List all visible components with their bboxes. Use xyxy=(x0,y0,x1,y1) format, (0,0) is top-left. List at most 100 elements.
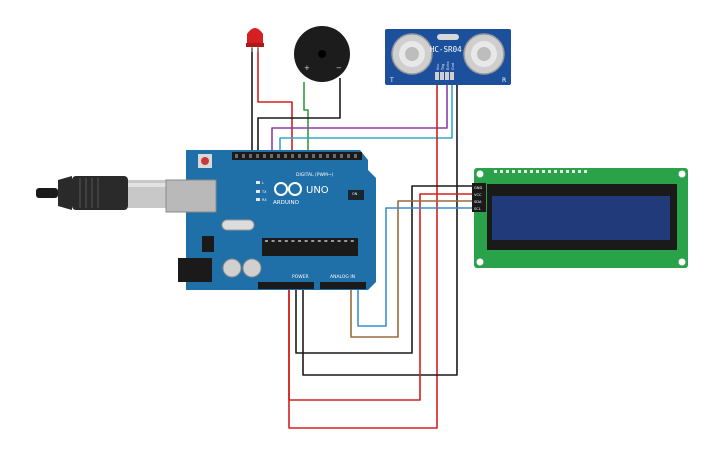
digital-label: DIGITAL (PWM~) xyxy=(296,172,334,178)
lcd-i2c-header xyxy=(472,183,486,212)
lcd-top-pin xyxy=(500,170,503,173)
header-pin xyxy=(347,154,350,158)
header-pin xyxy=(256,154,259,158)
header-pin xyxy=(284,154,287,158)
analog-header xyxy=(320,282,366,289)
header-pin xyxy=(312,154,315,158)
header-pin xyxy=(340,154,343,158)
lcd-top-pin xyxy=(548,170,551,173)
lcd-top-pin xyxy=(542,170,545,173)
sensor-pins xyxy=(435,72,454,80)
lcd-top-pin xyxy=(506,170,509,173)
header-pin xyxy=(270,154,273,158)
sensor-r-label: R xyxy=(502,77,506,84)
chip-pin xyxy=(291,240,295,242)
sensor-pin-vcc: Vcc xyxy=(436,64,440,70)
lcd-top-pin xyxy=(518,170,521,173)
chip-pin xyxy=(298,240,301,242)
transducer-r xyxy=(463,33,505,75)
chip-pin xyxy=(324,240,328,242)
wires xyxy=(251,48,477,429)
transducer-t xyxy=(391,33,433,75)
lcd-pin-vcc: VCC xyxy=(474,193,482,197)
arduino-brand: ARDUINO xyxy=(273,200,300,206)
wire-buzzer-plus[interactable] xyxy=(303,82,309,152)
header-pin xyxy=(305,154,308,158)
lcd-top-pin xyxy=(536,170,539,173)
header-pin xyxy=(249,154,252,158)
sensor-crystal xyxy=(437,34,459,40)
header-pin xyxy=(291,154,294,158)
led-rx xyxy=(256,198,260,201)
header-pin xyxy=(235,154,238,158)
header-pin xyxy=(354,154,357,158)
chip-pin xyxy=(265,240,268,242)
red-led[interactable] xyxy=(246,28,264,52)
piezo-buzzer[interactable]: + − xyxy=(294,26,350,82)
chip-pin xyxy=(311,240,315,242)
power-header xyxy=(258,282,314,289)
arduino-uno-board[interactable]: ARDUINO UNO DIGITAL (PWM~) POWER ANALOG … xyxy=(165,150,376,290)
chip-pin xyxy=(278,240,282,242)
header-pin xyxy=(319,154,322,158)
buzzer-plus: + xyxy=(304,64,310,72)
ultrasonic-sensor[interactable]: HC-SR04 T R Vcc Trig Echo Gnd xyxy=(385,29,511,85)
wire-lcd-gnd[interactable] xyxy=(295,185,477,354)
header-pin xyxy=(333,154,336,158)
sensor-pin-trig: Trig xyxy=(441,64,445,71)
digital-header xyxy=(232,152,362,160)
lcd-top-pin xyxy=(566,170,569,173)
lcd-top-pin xyxy=(524,170,527,173)
lcd-pin-gnd: GND xyxy=(474,186,482,190)
chip-pin xyxy=(317,240,321,242)
lcd-top-pin xyxy=(554,170,557,173)
analog-label: ANALOG IN xyxy=(330,274,355,280)
lcd-screen xyxy=(492,196,670,240)
arduino-logo xyxy=(274,182,302,196)
wire-sensor-gnd[interactable] xyxy=(302,82,458,376)
lcd-top-pin xyxy=(530,170,533,173)
on-label: ON xyxy=(352,192,358,196)
wire-lcd-scl[interactable] xyxy=(357,207,477,327)
wire-lcd-vcc[interactable] xyxy=(288,193,477,401)
power-jack xyxy=(178,258,212,282)
lcd-top-pin xyxy=(572,170,575,173)
chip-pin xyxy=(304,240,308,242)
wire-trig[interactable] xyxy=(271,82,448,152)
led-l xyxy=(256,181,260,184)
lcd-module[interactable]: GND VCC SDA SCL xyxy=(472,168,688,268)
arduino-model: UNO xyxy=(306,185,329,196)
sensor-model: HC-SR04 xyxy=(430,45,462,54)
atmega-chip xyxy=(262,238,358,256)
chip-pin xyxy=(284,240,288,242)
usb-cable xyxy=(36,176,168,210)
crystal xyxy=(221,219,255,231)
lcd-top-pin xyxy=(494,170,497,173)
wire-buzzer-minus[interactable] xyxy=(257,78,341,152)
sensor-pin-echo: Echo xyxy=(446,62,450,71)
header-pin xyxy=(326,154,329,158)
chip-pin xyxy=(271,240,275,242)
lcd-pin-scl: SCL xyxy=(474,207,481,211)
wire-echo[interactable] xyxy=(279,82,453,152)
l-label: L xyxy=(262,181,264,185)
lcd-top-pin xyxy=(560,170,563,173)
rx-label: RX xyxy=(262,198,267,202)
sensor-t-label: T xyxy=(389,77,394,84)
chip-pin xyxy=(350,240,354,242)
lcd-top-pin xyxy=(578,170,581,173)
header-pin xyxy=(263,154,266,158)
lcd-pin-sda: SDA xyxy=(474,200,482,204)
capacitor-2 xyxy=(242,258,262,278)
chip-pin xyxy=(337,240,341,242)
wire-lcd-sda[interactable] xyxy=(350,200,477,338)
tx-label: TX xyxy=(261,190,267,194)
header-pin xyxy=(277,154,280,158)
wire-led-anode[interactable] xyxy=(257,48,293,152)
header-pin xyxy=(242,154,245,158)
capacitor-1 xyxy=(222,258,242,278)
sensor-pin-gnd: Gnd xyxy=(451,63,455,70)
power-label: POWER xyxy=(292,274,309,280)
